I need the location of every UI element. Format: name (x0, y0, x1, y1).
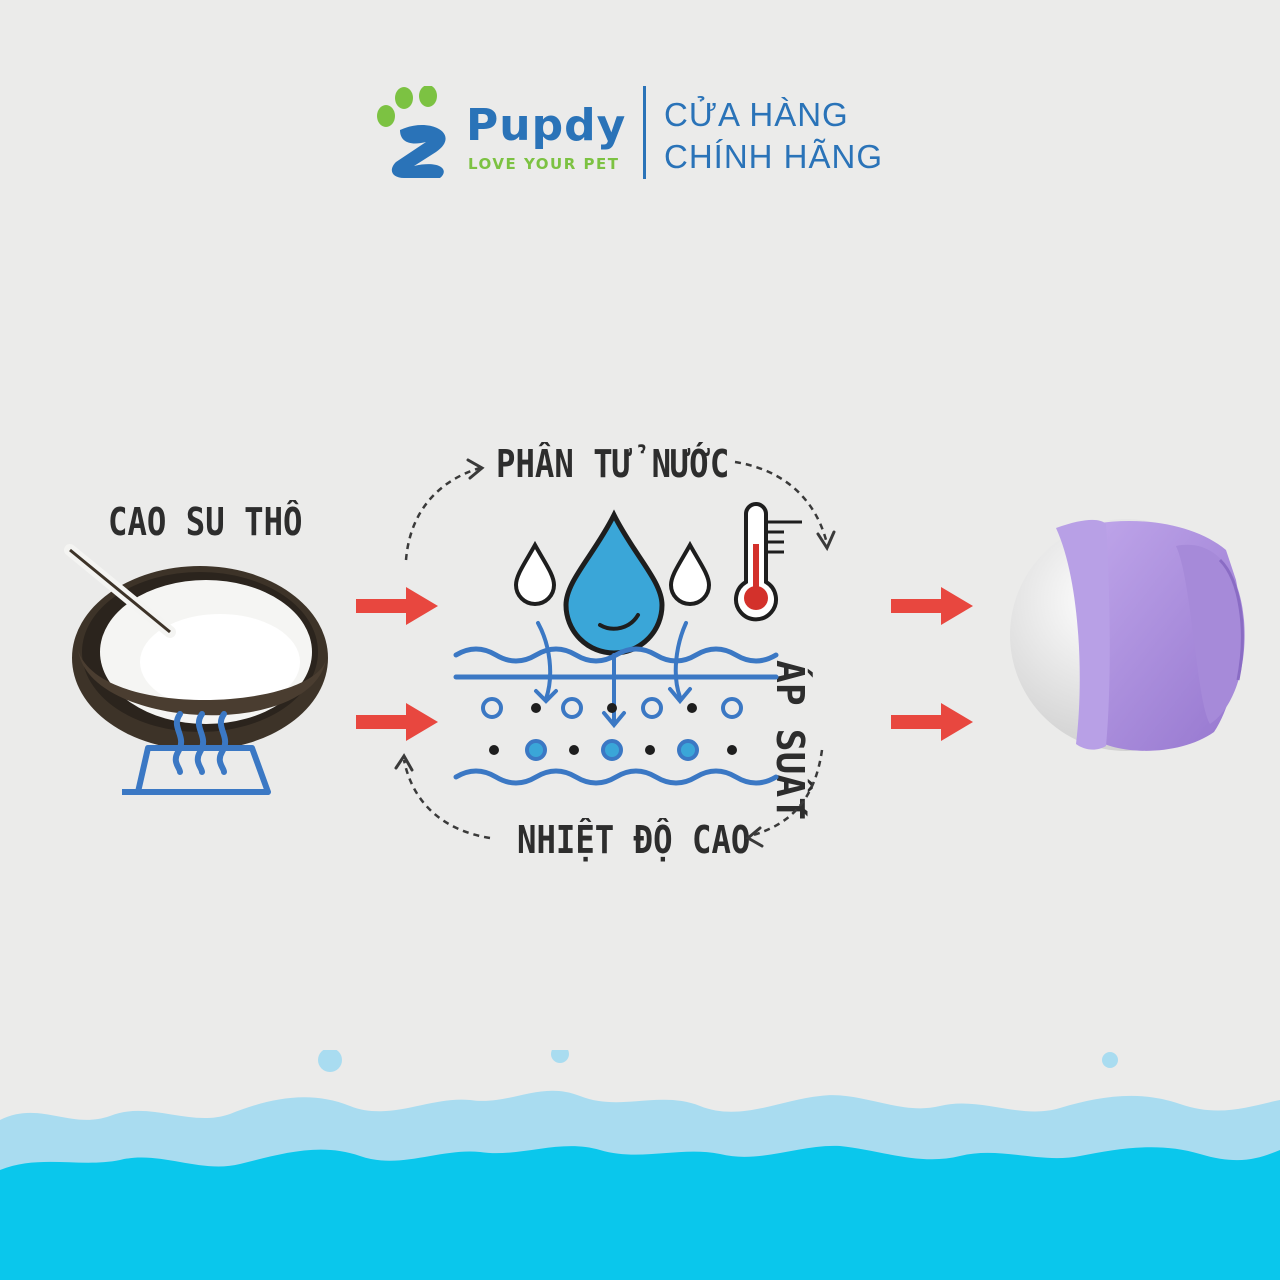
raw-rubber-label: CAO SU THÔ (108, 500, 303, 544)
water-splash-footer (0, 1050, 1280, 1280)
heat-burner-icon (122, 711, 271, 795)
red-arrows-left (356, 587, 438, 741)
store-line-1: CỬA HÀNG (664, 96, 849, 133)
high-temperature-label: NHIỆT ĐỘ CAO (517, 818, 751, 862)
thermometer-icon (734, 502, 802, 622)
brand-name: Pupdy (466, 100, 627, 151)
cycle-arrows (394, 458, 836, 848)
store-line-2: CHÍNH HÃNG (664, 138, 884, 175)
brand-tagline: LOVE YOUR PET (468, 155, 620, 173)
water-molecules-label: PHÂN TỬ NƯỚC (496, 442, 730, 486)
water-drop-icon (513, 540, 557, 606)
header-divider (643, 86, 646, 179)
dog-ball-toy-icon (1010, 519, 1245, 751)
red-arrows-right (891, 587, 973, 741)
bowl-icon (64, 544, 328, 750)
paw-logo-icon (377, 86, 446, 178)
water-process-illustration (453, 509, 779, 786)
